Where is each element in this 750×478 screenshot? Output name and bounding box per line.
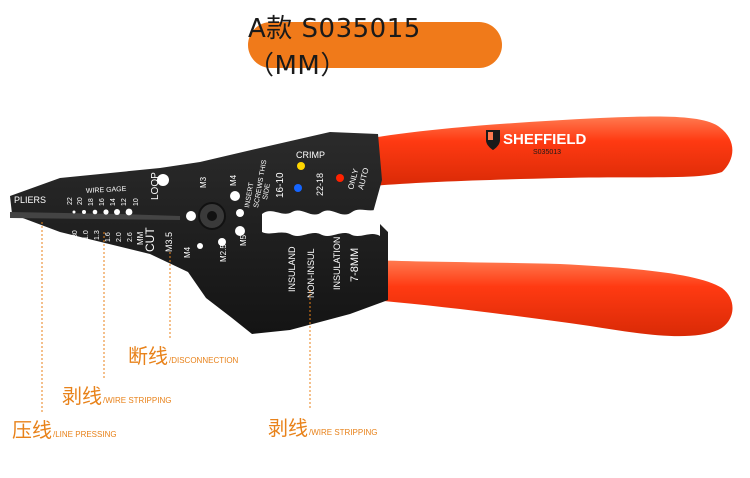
label-m4-top: M4 [229,174,238,186]
callout-line-pressing: 压线/LINE PRESSING [12,418,117,442]
label-m5: M5 [239,234,248,246]
brand-name: SHEFFIELD [503,131,587,148]
model-title: A款 S035015（MM） [248,14,421,81]
label-wire-gage: WIRE GAGE [86,186,127,195]
callout-disconnection: 断线/DISCONNECTION [128,344,239,368]
label-non-insul: NON-INSUL [306,248,316,298]
label-loop: LOOP [150,172,161,200]
label-crimp: CRIMP [296,150,325,160]
callout-wire-stripping-2: 剥线/WIRE STRIPPING [268,416,378,440]
loop-hole [157,174,169,186]
label-22-18: 22-18 [315,173,325,196]
brand-model: S035013 [533,149,561,156]
svg-text:22: 22 [67,197,74,205]
lower-handle [372,260,733,337]
jaw-gap [10,212,180,220]
svg-text:1.3: 1.3 [94,230,101,240]
gauge-numbers-top: 22 20 18 16 14 12 10 [67,197,140,206]
svg-text:12: 12 [121,198,128,206]
svg-text:16: 16 [99,198,106,206]
label-m3-5: M3.5 [164,232,174,252]
label-pliers: PLIERS [14,195,46,205]
svg-text:18: 18 [88,198,95,206]
svg-text:1.0: 1.0 [83,230,90,240]
wire-gage-holes [72,208,133,216]
svg-text:INSERT: INSERT [244,181,255,208]
crimp-notch [262,208,380,236]
steel-body [10,132,388,334]
label-mm: MM [136,231,145,245]
red-dot [336,174,344,182]
svg-text:SIDE: SIDE [262,183,272,201]
brand-logo [486,130,500,150]
svg-text:20: 20 [77,197,84,205]
label-insulation: INSULATION [332,237,342,290]
svg-text:.80: .80 [72,230,79,240]
upper-handle [372,116,733,186]
model-title-badge: A款 S035015（MM） [248,14,502,81]
label-cut: CUT [143,227,157,252]
label-7-8mm: 7-8MM [349,248,361,282]
label-m4-bottom: M4 [183,246,192,258]
svg-text:2.6: 2.6 [127,232,134,242]
gauge-numbers-bottom: .80 1.0 1.3 1.6 2.0 2.6 [72,230,134,242]
svg-text:10: 10 [133,198,140,206]
yellow-dot [297,162,305,170]
svg-text:14: 14 [110,198,117,206]
svg-text:1.6: 1.6 [105,232,112,242]
blue-dot [294,184,302,192]
label-m2-5: M2.5 [219,244,228,262]
callout-wire-stripping-1: 剥线/WIRE STRIPPING [62,384,172,408]
label-m3: M3 [199,176,208,188]
label-16-10: 16-10 [275,172,286,198]
callout-leaders [41,222,311,412]
svg-text:2.0: 2.0 [116,232,123,242]
label-insuland: INSULAND [287,246,297,292]
